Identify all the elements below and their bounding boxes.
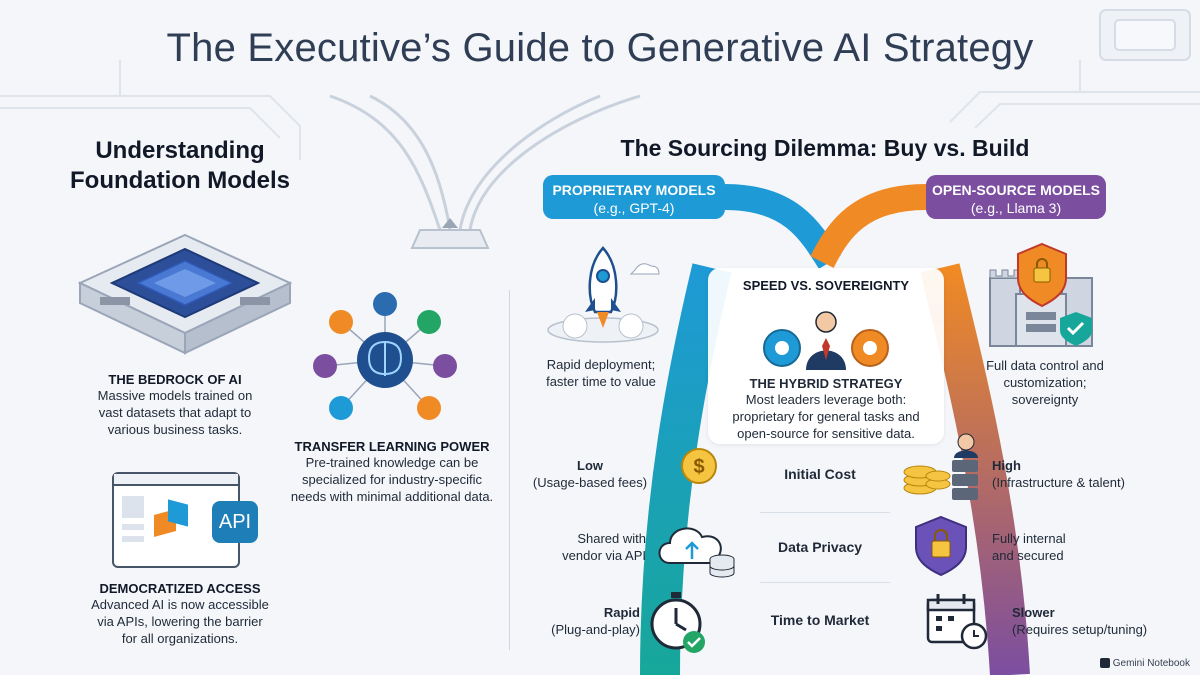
hybrid-title: THE HYBRID STRATEGY [749, 376, 903, 391]
time-left-sub: (Plug-and-play) [551, 622, 640, 637]
lock-shield-icon [915, 515, 967, 577]
democratized-line1: Advanced AI is now accessible [91, 597, 269, 612]
opensource-models-pill: OPEN-SOURCE MODELS (e.g., Llama 3) [926, 175, 1106, 219]
bedrock-line2: vast datasets that adapt to [98, 405, 252, 420]
cost-right-value: High (Infrastructure & talent) [992, 457, 1162, 491]
bedrock-line1: Massive models trained on [97, 388, 253, 403]
privacy-right-main: Fully internal [992, 531, 1066, 546]
time-left-main: Rapid [603, 605, 640, 620]
coins-server-icon [903, 433, 978, 500]
bedrock-block: THE BEDROCK OF AI Massive models trained… [50, 372, 300, 438]
calendar-clock-icon [926, 594, 988, 650]
left-heading-line2: Foundation Models [70, 167, 290, 194]
time-right-value: Slower (Requires setup/tuning) [1012, 604, 1172, 638]
hybrid-line2: proprietary for general tasks and [732, 409, 920, 424]
proprietary-models-pill: PROPRIETARY MODELS (e.g., GPT-4) [543, 175, 725, 219]
cost-right-main: High [992, 458, 1021, 473]
democratized-line2: via APIs, lowering the barrier [97, 614, 263, 629]
transfer-line2: specialized for industry-specific [302, 472, 482, 487]
democratized-line3: for all organizations. [121, 631, 239, 646]
transfer-label: TRANSFER LEARNING POWER [294, 439, 490, 454]
proprietary-example: (e.g., GPT-4) [593, 200, 675, 216]
cost-left-value: Low (Usage-based fees) [520, 457, 660, 491]
proprietary-title: PROPRIETARY MODELS [552, 182, 716, 198]
browser-window-icon [112, 472, 240, 568]
opensource-benefit-line2: customization; [1003, 375, 1087, 390]
footer-brand: Gemini Notebook [1099, 658, 1190, 669]
stopwatch-icon [650, 592, 705, 653]
cloud-database-icon [658, 527, 735, 578]
hybrid-line3: open-source for sensitive data. [737, 426, 915, 441]
row-divider-2 [760, 582, 890, 583]
proprietary-benefit-line1: Rapid deployment; [546, 357, 656, 372]
gears-person-icon [763, 311, 889, 370]
opensource-benefit-line3: sovereignty [1011, 392, 1079, 407]
left-section-heading: Understanding Foundation Models [40, 136, 320, 196]
time-right-main: Slower [1012, 605, 1055, 620]
privacy-left-sub: vendor via API [562, 548, 646, 563]
speed-vs-sovereignty-label: SPEED VS. SOVEREIGNTY [742, 278, 910, 293]
cost-right-sub: (Infrastructure & talent) [992, 475, 1125, 490]
api-badge: API [212, 501, 258, 543]
svg-text:$: $ [693, 456, 704, 478]
rocket-icon [547, 246, 660, 343]
right-section-heading: The Sourcing Dilemma: Buy vs. Build [620, 135, 1030, 161]
opensource-benefit-line1: Full data control and [986, 358, 1104, 373]
row-divider-1 [760, 512, 890, 513]
hybrid-strategy-block: THE HYBRID STRATEGY Most leaders leverag… [708, 376, 944, 442]
transfer-line3: needs with minimal additional data. [290, 489, 494, 504]
proprietary-benefit: Rapid deployment; faster time to value [536, 356, 666, 390]
chip-icon [77, 233, 293, 355]
bedrock-label: THE BEDROCK OF AI [108, 372, 242, 387]
row-label-data-privacy: Data Privacy [777, 539, 863, 555]
privacy-right-sub: and secured [992, 548, 1064, 563]
dollar-coin-icon: $ [681, 448, 717, 484]
democratized-block: DEMOCRATIZED ACCESS Advanced AI is now a… [50, 581, 310, 647]
footer-brand-text: Gemini Notebook [1112, 658, 1190, 669]
time-left-value: Rapid (Plug-and-play) [520, 604, 640, 638]
opensource-example: (e.g., Llama 3) [970, 200, 1062, 216]
section-divider [509, 290, 510, 650]
privacy-left-value: Shared with vendor via API [530, 530, 646, 564]
hybrid-line1: Most leaders leverage both: [745, 392, 907, 407]
cost-left-sub: (Usage-based fees) [532, 475, 648, 490]
left-heading-line1: Understanding [95, 137, 265, 164]
opensource-benefit: Full data control and customization; sov… [975, 357, 1115, 408]
transfer-block: TRANSFER LEARNING POWER Pre-trained know… [282, 439, 502, 505]
brain-hub-icon [313, 292, 457, 420]
time-right-sub: (Requires setup/tuning) [1012, 622, 1148, 637]
democratized-label: DEMOCRATIZED ACCESS [99, 581, 261, 596]
row-label-time-to-market: Time to Market [770, 612, 870, 628]
transfer-line1: Pre-trained knowledge can be [305, 455, 479, 470]
bedrock-line3: various business tasks. [107, 422, 243, 437]
gemini-logo-icon [1099, 658, 1110, 669]
privacy-right-value: Fully internal and secured [992, 530, 1142, 564]
row-label-initial-cost: Initial Cost [784, 466, 856, 482]
privacy-left-main: Shared with [577, 531, 646, 546]
cost-left-main: Low [577, 458, 603, 473]
castle-shield-icon [989, 242, 1093, 347]
page-title: The Executive’s Guide to Generative AI S… [166, 26, 1034, 70]
opensource-title: OPEN-SOURCE MODELS [931, 182, 1100, 198]
proprietary-benefit-line2: faster time to value [546, 374, 656, 389]
